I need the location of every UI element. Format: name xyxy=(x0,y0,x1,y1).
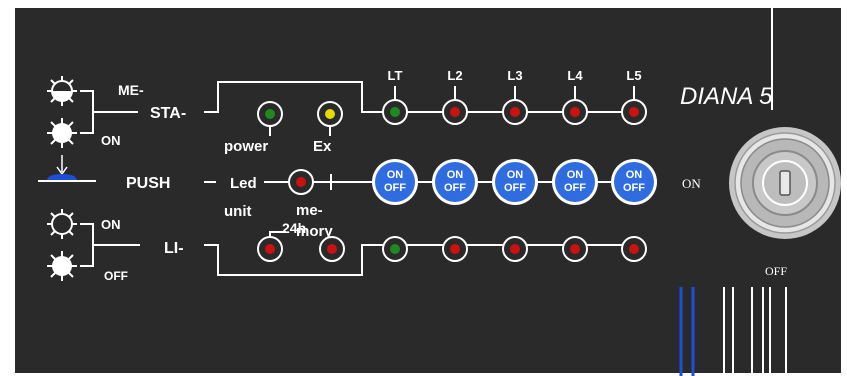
h24-label: 24h xyxy=(282,220,306,236)
key-slot-icon xyxy=(779,170,791,196)
key-switch[interactable] xyxy=(729,127,841,239)
button-off-label: OFF xyxy=(623,182,645,194)
button-off-label: OFF xyxy=(564,182,586,194)
li-label: LI- xyxy=(164,240,184,257)
channel-label: L3 xyxy=(507,68,522,83)
button-on-label: ON xyxy=(507,169,524,181)
led-label: Led xyxy=(230,175,257,192)
button-on-label: ON xyxy=(626,169,643,181)
button-on-label: ON xyxy=(567,169,584,181)
me-label: ME- xyxy=(118,82,144,98)
off-label: OFF xyxy=(104,269,128,283)
push-label: PUSH xyxy=(126,175,170,192)
led-unit: Led unit me- mory 24h xyxy=(224,169,345,262)
memory-label-line2: mory xyxy=(296,223,333,240)
on-lower-label: ON xyxy=(101,217,121,232)
legend-push: PUSH xyxy=(38,155,216,192)
full-sun-icon xyxy=(47,118,77,148)
button-off-label: OFF xyxy=(444,182,466,194)
button-off-label: OFF xyxy=(384,182,406,194)
connector-bars xyxy=(679,287,787,376)
legend-me-sta: ME- STA- ON xyxy=(47,76,186,148)
ex-label: Ex xyxy=(313,138,332,155)
legend-li: ON LI- OFF xyxy=(47,209,184,283)
status-leds: power Ex xyxy=(224,101,343,155)
brand-label: DIANA 5 xyxy=(680,83,773,110)
power-label: power xyxy=(224,138,268,155)
half-sun-icon xyxy=(47,76,77,106)
unit-label: unit xyxy=(224,203,252,220)
button-on-label: ON xyxy=(447,169,464,181)
outline-sun-icon xyxy=(47,209,77,239)
memory-label-line1: me- xyxy=(296,202,323,219)
channel-label: LT xyxy=(388,68,403,83)
channel-label: L4 xyxy=(567,68,583,83)
push-button-indicator xyxy=(47,174,77,181)
channel-label: L2 xyxy=(447,68,462,83)
sta-label: STA- xyxy=(150,105,186,122)
filled-sun-icon xyxy=(47,251,77,281)
button-on-label: ON xyxy=(387,169,404,181)
panel-background xyxy=(15,8,841,373)
button-off-label: OFF xyxy=(504,182,526,194)
on-top-label: ON xyxy=(101,133,121,148)
key-off-label: OFF xyxy=(765,264,787,278)
channel-label: L5 xyxy=(626,68,641,83)
key-on-label: ON xyxy=(682,176,701,191)
